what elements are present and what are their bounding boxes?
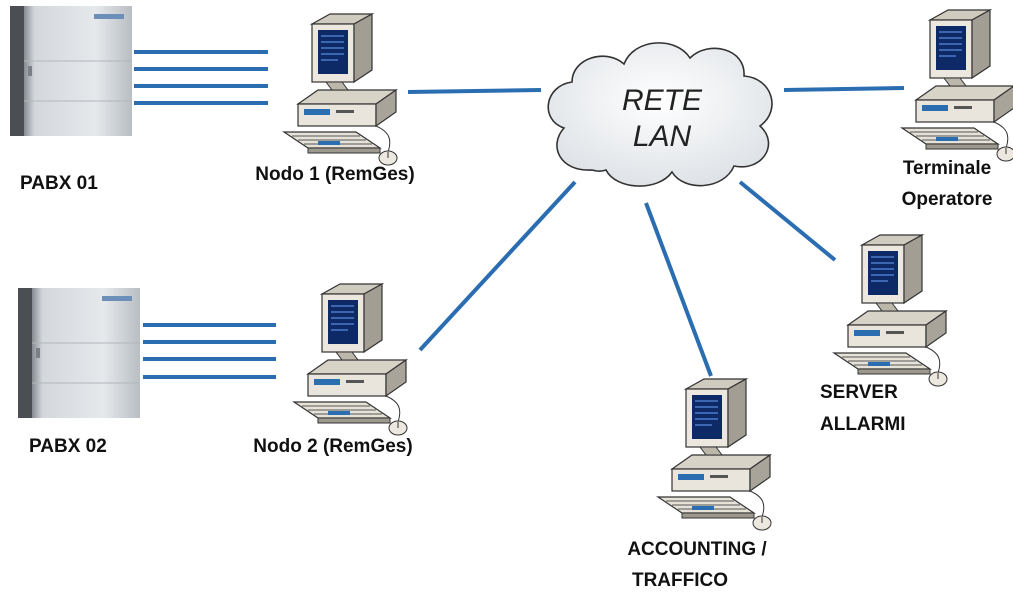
pabx-02-label: PABX 02 xyxy=(29,436,107,457)
lan-cloud: RETE LAN xyxy=(547,42,773,187)
nodo-2-label: Nodo 2 (RemGes) xyxy=(253,436,412,457)
lan-link-nodo1 xyxy=(407,88,542,94)
lan-link-terminale xyxy=(783,86,905,92)
terminale-label-line2: Operatore xyxy=(902,189,993,210)
lan-link-accounting xyxy=(644,202,713,377)
computer-workstation-icon xyxy=(657,378,772,531)
server-allarmi-label-line2: ALLARMI xyxy=(820,414,905,435)
nodo-2-node: Nodo 2 (RemGes) xyxy=(253,283,413,457)
lan-link-server-allarmi xyxy=(738,180,837,262)
terminale-operatore-node: Terminale Operatore xyxy=(901,9,1013,210)
nodo-1-label: Nodo 1 (RemGes) xyxy=(255,164,414,185)
computer-workstation-icon xyxy=(283,13,398,166)
computer-workstation-icon xyxy=(901,9,1013,162)
cloud-shape xyxy=(547,42,773,187)
terminale-label-line1: Terminale xyxy=(903,158,991,179)
server-allarmi-label-line1: SERVER xyxy=(820,382,898,403)
pabx-server-icon xyxy=(17,287,141,419)
server-allarmi-node: SERVER ALLARMI xyxy=(820,234,948,435)
computer-workstation-icon xyxy=(833,234,948,387)
cloud-label-line2: LAN xyxy=(633,120,692,153)
pabx-01-label: PABX 01 xyxy=(20,173,98,194)
accounting-traffico-node: ACCOUNTING / TRAFFICO xyxy=(627,378,772,591)
cloud-label-line1: RETE xyxy=(622,84,703,117)
connection-lines xyxy=(134,50,905,379)
pabx-server-icon xyxy=(9,5,133,137)
lan-link-nodo2 xyxy=(418,180,577,352)
computer-workstation-icon xyxy=(293,283,408,436)
pabx-01-node: PABX 01 xyxy=(9,5,133,194)
pabx-02-node: PABX 02 xyxy=(17,287,141,457)
nodo-1-node: Nodo 1 (RemGes) xyxy=(255,13,415,185)
accounting-label-line2: TRAFFICO xyxy=(632,570,728,591)
accounting-label-line1: ACCOUNTING / xyxy=(627,539,767,560)
